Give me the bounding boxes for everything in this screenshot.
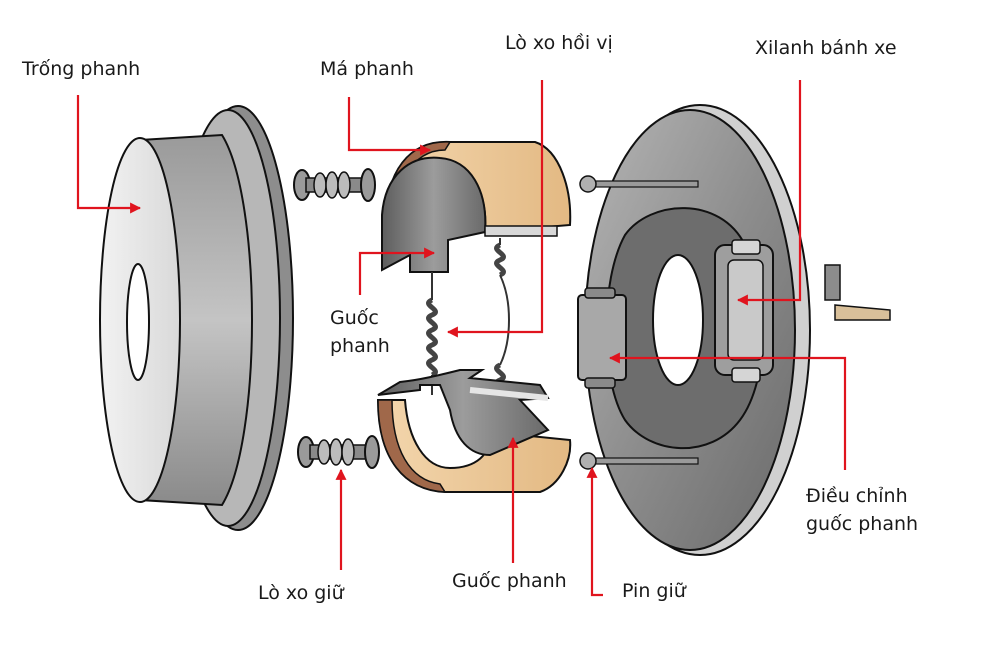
label-brake-shoe-upper-line2: phanh	[330, 334, 390, 357]
label-brake-drum: Trống phanh	[22, 58, 141, 80]
brake-shoe-lower-icon	[376, 369, 572, 493]
brake-shoe-upper-icon	[381, 140, 572, 273]
label-shoe-adjuster: Điều chỉnh guốc phanh	[806, 483, 918, 538]
arrow-brake-drum	[76, 95, 142, 214]
wheel-cylinder-icon	[714, 239, 774, 383]
brake-drum-icon	[99, 105, 294, 531]
label-brake-lining: Má phanh	[320, 58, 414, 80]
label-brake-shoe-upper-line1: Guốc	[330, 307, 379, 329]
label-brake-shoe-lower: Guốc phanh	[452, 570, 567, 592]
arrow-brake-lining	[347, 97, 432, 156]
retaining-pin-icon	[579, 175, 699, 470]
adjuster-icon	[577, 287, 627, 389]
arrow-wheel-cylinder	[736, 80, 802, 306]
arrow-return-spring	[446, 80, 544, 338]
arrow-adjuster	[608, 352, 847, 470]
label-return-spring: Lò xo hồi vị	[505, 32, 613, 54]
hold-down-spring-lower-icon	[297, 435, 380, 469]
arrow-brake-shoe-upper	[358, 247, 436, 295]
label-wheel-cylinder: Xilanh bánh xe	[755, 37, 897, 59]
label-brake-shoe-upper: Guốc phanh	[330, 305, 390, 360]
label-shoe-adjuster-line1: Điều chỉnh	[806, 485, 908, 507]
leader-lines	[76, 80, 847, 597]
label-shoe-adjuster-line2: guốc phanh	[806, 512, 919, 535]
hold-down-spring-upper-icon	[293, 168, 376, 202]
label-retaining-pin: Pin giữ	[622, 580, 686, 602]
arrow-retaining-pin	[586, 466, 603, 597]
label-hold-down-spring: Lò xo giữ	[258, 582, 344, 604]
